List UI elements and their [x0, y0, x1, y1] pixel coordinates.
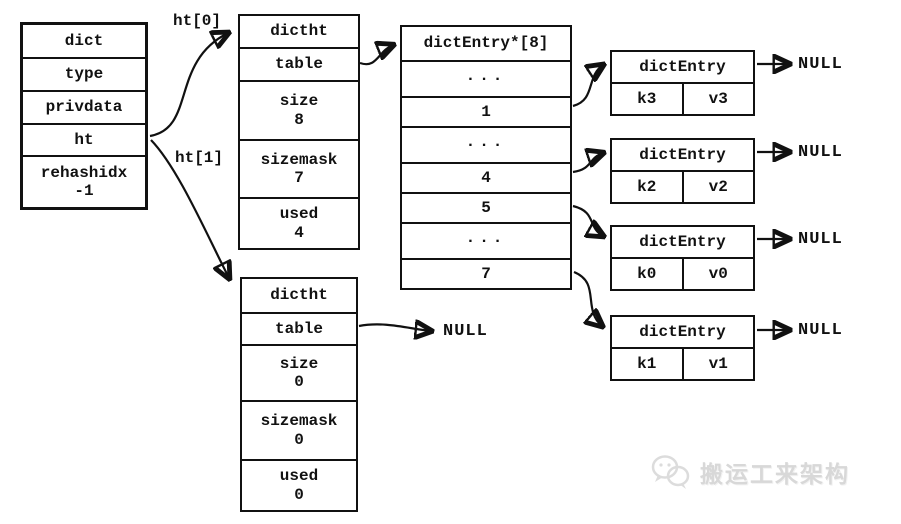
size-label: size	[279, 354, 319, 373]
dictht1-table-cell: table	[242, 312, 356, 344]
used-value: 0	[294, 485, 304, 504]
arrow-empty-table-to-null	[358, 324, 431, 331]
dict-rehashidx-cell: rehashidx -1	[23, 155, 145, 207]
size-value: 8	[294, 110, 304, 129]
dict-struct-box: dict type privdata ht rehashidx -1	[20, 22, 148, 210]
dictentry-k3-box: dictEntry k3 v3	[610, 50, 755, 116]
arrow-ht0	[149, 33, 228, 138]
bucket-cell-5: 5	[402, 192, 570, 222]
dictentry-k2-value: v2	[708, 178, 728, 196]
sizemask-label: sizemask	[260, 150, 338, 169]
bucket-cell-1: 1	[402, 96, 570, 126]
ht0-pointer-label: ht[0]	[173, 12, 222, 30]
rehashidx-label: rehashidx	[40, 163, 128, 182]
dictentry-k2-key: k2	[612, 172, 684, 202]
dictentry-k1-box: dictEntry k1 v1	[610, 315, 755, 381]
bucket-cell-7: 7	[402, 258, 570, 288]
null-label-entry-k3: NULL	[798, 55, 843, 74]
used-value: 4	[294, 223, 304, 242]
sizemask-value: 0	[294, 430, 304, 449]
dict-privdata-cell: privdata	[23, 90, 145, 123]
dictentry-k0-value: v0	[708, 265, 728, 283]
dict-type-cell: type	[23, 57, 145, 90]
used-label: used	[279, 467, 319, 486]
arrow-bucket1-to-k3	[572, 65, 603, 108]
dictentry-k0-title: dictEntry	[639, 233, 726, 251]
dictht0-table-cell: table	[240, 47, 358, 80]
wechat-icon	[651, 455, 690, 489]
arrow-table-to-array	[359, 45, 393, 66]
ht1-pointer-label: ht[1]	[175, 149, 224, 167]
sizemask-value: 7	[294, 169, 304, 187]
rehashidx-value: -1	[74, 182, 94, 200]
dictentry-k2-box: dictEntry k2 v2	[610, 138, 755, 204]
dictentry-k3-value: v3	[708, 90, 728, 108]
null-label-entry-k2: NULL	[798, 143, 843, 162]
dictht1-box: dictht table size 0 sizemask 0 used 0	[240, 277, 358, 512]
size-label: size	[279, 92, 319, 111]
dict-ht-cell: ht	[23, 123, 145, 155]
bucket-cell-ellipsis-1: ...	[402, 60, 570, 96]
bucket-cell-4: 4	[402, 162, 570, 192]
null-label-entry-k1: NULL	[798, 321, 843, 340]
bucket-array-header: dictEntry*[8]	[423, 34, 549, 53]
dict-title-cell: dict	[64, 31, 104, 50]
dictentry-k0-key: k0	[612, 259, 684, 289]
dictentry-k1-key: k1	[612, 349, 684, 379]
bucket-cell-ellipsis-3: ...	[402, 222, 570, 258]
size-value: 0	[294, 373, 304, 391]
arrow-bucket5-to-k0	[572, 204, 603, 236]
dictht0-box: dictht table size 8 sizemask 7 used 4	[238, 14, 360, 250]
dictht0-sizemask-cell: sizemask 7	[240, 139, 358, 197]
dictentry-k1-value: v1	[708, 355, 728, 373]
dictht1-sizemask-cell: sizemask 0	[242, 400, 356, 459]
dictentry-k0-box: dictEntry k0 v0	[610, 225, 755, 291]
null-label-entry-k0: NULL	[798, 230, 843, 249]
dictentry-k3-title: dictEntry	[639, 58, 726, 76]
watermark-text: 搬运工来架构	[700, 462, 850, 488]
sizemask-label: sizemask	[260, 412, 338, 431]
used-label: used	[279, 205, 319, 224]
bucket-cell-ellipsis-2: ...	[402, 126, 570, 162]
arrow-bucket7-to-k1	[573, 270, 602, 326]
watermark: 搬运工来架构	[650, 452, 850, 492]
dictentry-k3-key: k3	[612, 84, 684, 114]
null-label-empty-table: NULL	[443, 322, 488, 341]
dictht0-title-cell: dictht	[270, 22, 328, 41]
dictht0-size-cell: size 8	[240, 80, 358, 139]
dictht1-used-cell: used 0	[242, 459, 356, 510]
arrow-bucket4-to-k2	[572, 153, 603, 174]
dictht1-size-cell: size 0	[242, 344, 356, 400]
dictentry-k2-title: dictEntry	[639, 146, 726, 164]
bucket-array-box: dictEntry*[8] ... 1 ... 4 5 ... 7	[400, 25, 572, 290]
dictht1-title-cell: dictht	[270, 286, 328, 305]
dictht0-used-cell: used 4	[240, 197, 358, 248]
dictentry-k1-title: dictEntry	[639, 323, 726, 341]
